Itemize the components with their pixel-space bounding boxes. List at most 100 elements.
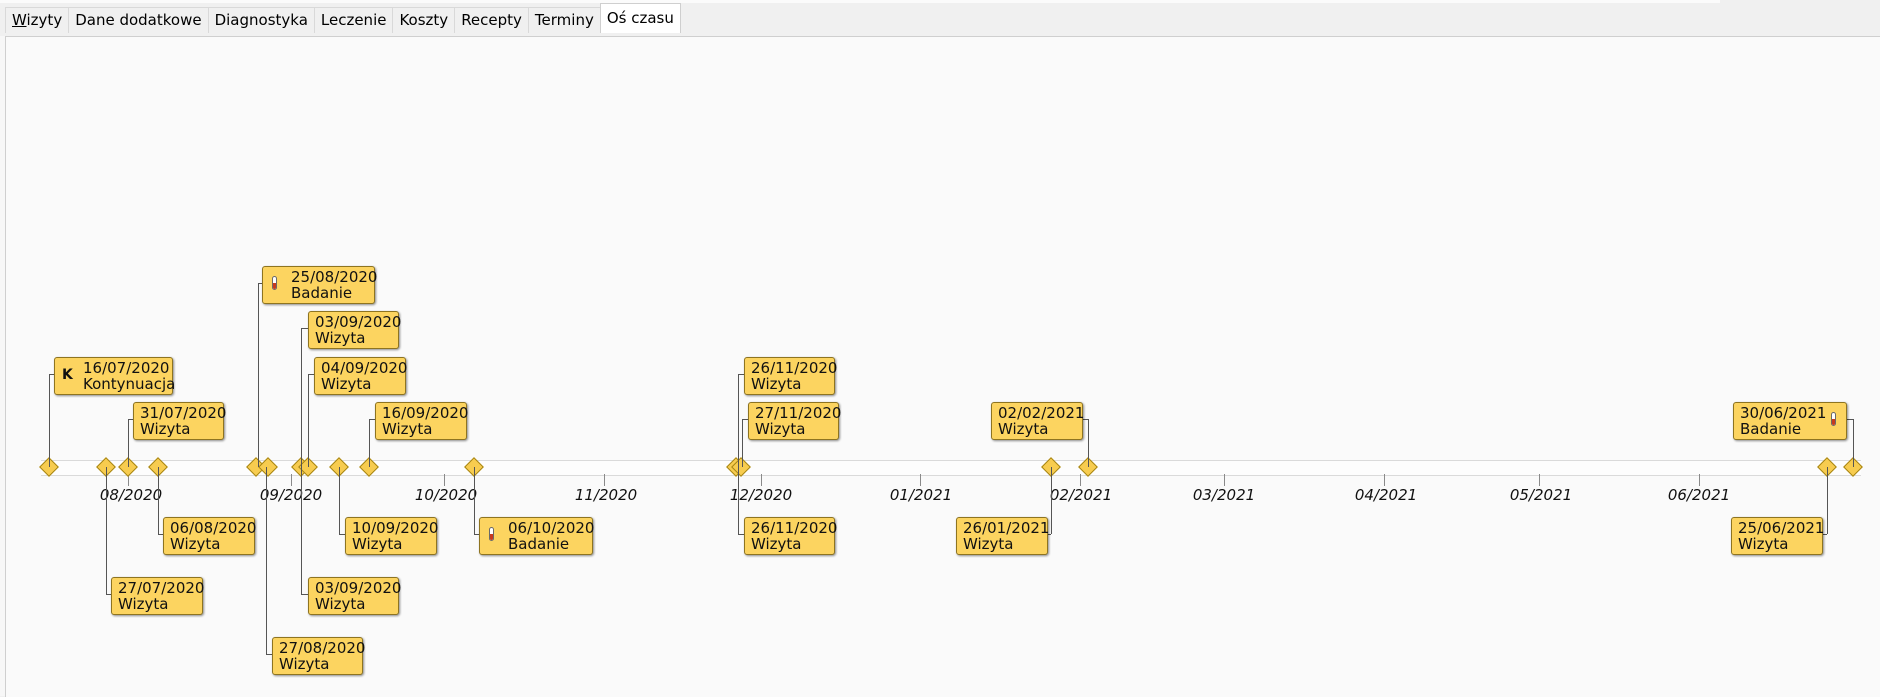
timeline-axis xyxy=(41,460,1861,476)
event-type: Wizyta xyxy=(315,595,366,613)
event-date: 26/01/2021 xyxy=(963,519,1050,537)
event-connector xyxy=(1051,467,1052,534)
event-type: Wizyta xyxy=(998,420,1049,438)
event-type: Wizyta xyxy=(170,535,221,553)
event-date: 31/07/2020 xyxy=(140,404,227,422)
tab-wizyty[interactable]: Wizyty xyxy=(5,7,70,33)
tab-os-czasu[interactable]: Oś czasu xyxy=(599,3,681,33)
event-type: Wizyta xyxy=(321,375,372,393)
month-label: 12/2020 xyxy=(729,486,793,504)
event-type: Wizyta xyxy=(751,535,802,553)
month-tick xyxy=(604,474,605,486)
event-connector xyxy=(369,419,370,467)
event-type: Wizyta xyxy=(1738,535,1789,553)
month-label: 09/2020 xyxy=(259,486,323,504)
month-label: 08/2020 xyxy=(99,486,163,504)
month-tick xyxy=(444,474,445,486)
event-date: 03/09/2020 xyxy=(315,579,402,597)
tab-strip: Wizyty Dane dodatkowe Diagnostyka Leczen… xyxy=(5,3,681,33)
thermometer-icon xyxy=(272,276,277,290)
event-connector xyxy=(49,374,50,467)
month-label: 04/2021 xyxy=(1354,486,1418,504)
event-connector xyxy=(474,467,475,534)
event-date: 25/08/2020 xyxy=(291,268,378,286)
month-tick xyxy=(1080,474,1081,486)
event-type: Wizyta xyxy=(382,420,433,438)
event-type: Wizyta xyxy=(352,535,403,553)
month-tick xyxy=(920,474,921,486)
event-type: Wizyta xyxy=(140,420,191,438)
tab-bar: Wizyty Dane dodatkowe Diagnostyka Leczen… xyxy=(0,0,1880,36)
event-connector xyxy=(301,328,308,329)
thermometer-icon xyxy=(1831,412,1836,426)
event-connector xyxy=(339,534,345,535)
tab-terminy[interactable]: Terminy xyxy=(527,7,601,33)
event-connector xyxy=(742,419,743,467)
event-connector xyxy=(1853,419,1854,467)
event-type: Badanie xyxy=(1740,420,1802,438)
month-tick xyxy=(761,474,762,486)
event-connector xyxy=(49,374,54,375)
month-tick xyxy=(1224,474,1225,486)
event-date: 25/06/2021 xyxy=(1738,519,1825,537)
month-label: 01/2021 xyxy=(889,486,953,504)
event-connector xyxy=(1083,419,1088,420)
event-connector xyxy=(308,374,314,375)
title-strip xyxy=(0,0,1720,3)
event-date: 10/09/2020 xyxy=(352,519,439,537)
month-tick xyxy=(291,474,292,486)
event-connector xyxy=(128,419,129,467)
tab-dane-dodatkowe[interactable]: Dane dodatkowe xyxy=(68,7,209,33)
event-type: Wizyta xyxy=(315,329,366,347)
event-date: 03/09/2020 xyxy=(315,313,402,331)
event-connector xyxy=(1847,419,1853,420)
event-connector xyxy=(738,534,744,535)
event-connector xyxy=(474,534,479,535)
tab-recepty[interactable]: Recepty xyxy=(454,7,529,33)
event-date: 06/10/2020 xyxy=(508,519,595,537)
event-connector xyxy=(742,419,748,420)
month-tick xyxy=(1539,474,1540,486)
event-connector xyxy=(158,467,159,534)
event-date: 16/09/2020 xyxy=(382,404,469,422)
event-type: Wizyta xyxy=(755,420,806,438)
event-connector xyxy=(369,419,375,420)
event-connector xyxy=(1823,534,1827,535)
event-date: 06/08/2020 xyxy=(170,519,257,537)
event-connector xyxy=(339,467,340,534)
event-connector xyxy=(128,419,133,420)
month-tick xyxy=(1699,474,1700,486)
month-tick xyxy=(128,474,129,486)
event-connector xyxy=(301,467,302,594)
event-connector xyxy=(266,467,267,654)
tab-koszty[interactable]: Koszty xyxy=(392,7,456,33)
event-type: Wizyta xyxy=(751,375,802,393)
event-date: 02/02/2021 xyxy=(998,404,1085,422)
tab-leczenie[interactable]: Leczenie xyxy=(313,7,394,33)
month-label: 11/2020 xyxy=(574,486,638,504)
tab-diagnostyka[interactable]: Diagnostyka xyxy=(207,7,315,33)
event-date: 26/11/2020 xyxy=(751,359,838,377)
month-label: 10/2020 xyxy=(414,486,478,504)
month-label: 05/2021 xyxy=(1509,486,1573,504)
event-date: 27/07/2020 xyxy=(118,579,205,597)
